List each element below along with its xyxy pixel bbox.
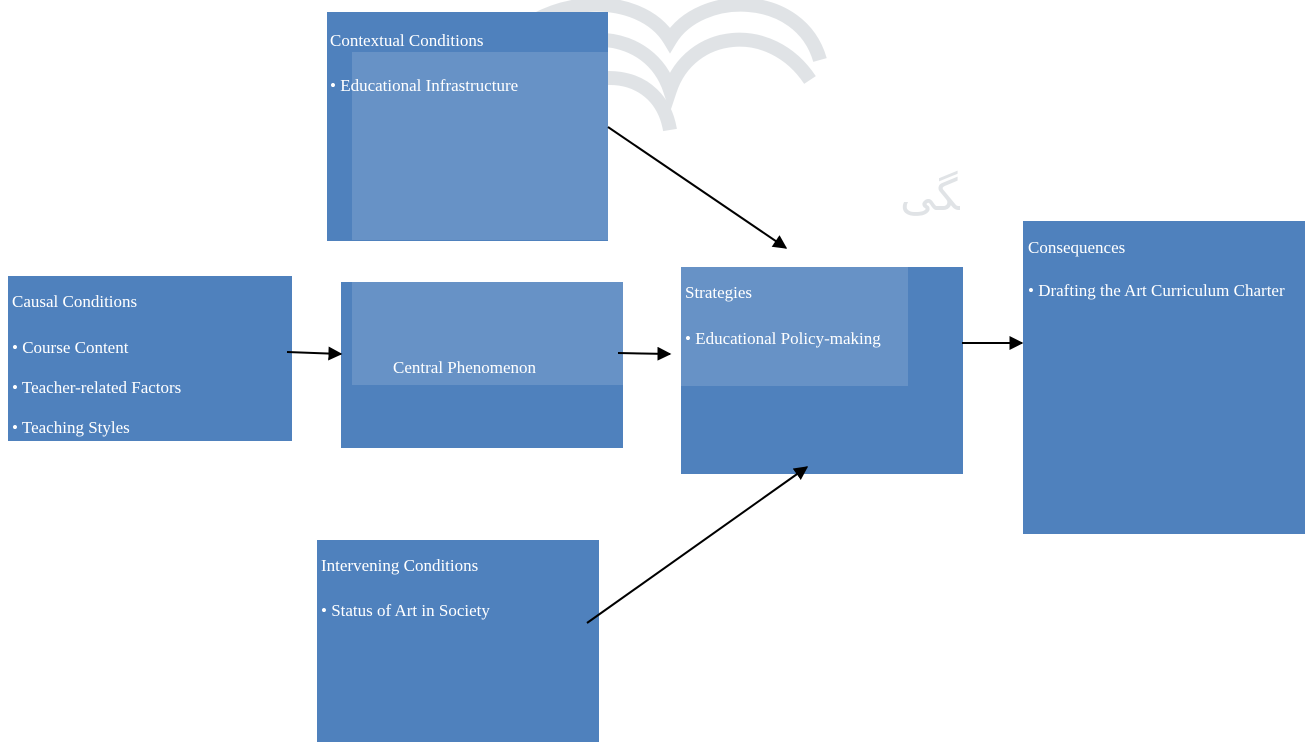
arrow-contextual-to-strategies (607, 126, 788, 249)
consequences-title: Consequences (1028, 238, 1126, 257)
intervening-item: • Status of Art in Society (321, 601, 490, 620)
consequences-item: • Drafting the Art Curriculum Charter (1028, 281, 1285, 300)
consequences-box: Consequences • Drafting the Art Curricul… (1023, 221, 1305, 534)
box-highlight (352, 52, 608, 240)
arrow-central-to-strategies (617, 346, 672, 361)
strategies-title: Strategies (685, 283, 753, 302)
central-phenomenon-box: Central Phenomenon (341, 282, 623, 448)
intervening-conditions-box: Intervening Conditions • Status of Art i… (317, 540, 599, 742)
causal-conditions-title: Causal Conditions (12, 292, 138, 311)
strategies-item: • Educational Policy-making (685, 329, 881, 348)
intervening-conditions-title: Intervening Conditions (321, 556, 479, 575)
causal-item: • Teacher-related Factors (12, 378, 182, 397)
arrow-intervening-to-strategies (586, 466, 809, 624)
box-highlight (681, 267, 908, 386)
contextual-conditions-box: Contextual Conditions • Educational Infr… (327, 12, 608, 241)
box-highlight (352, 282, 623, 385)
causal-item: • Course Content (12, 338, 129, 357)
contextual-item: • Educational Infrastructure (330, 76, 519, 95)
contextual-conditions-title: Contextual Conditions (330, 31, 484, 50)
causal-conditions-box: Causal Conditions • Course Content • Tea… (8, 276, 292, 441)
central-phenomenon-title: Central Phenomenon (393, 358, 537, 377)
causal-item: • Teaching Styles (12, 418, 130, 437)
arrow-causal-to-central (286, 346, 343, 361)
strategies-box: Strategies • Educational Policy-making (681, 267, 963, 474)
